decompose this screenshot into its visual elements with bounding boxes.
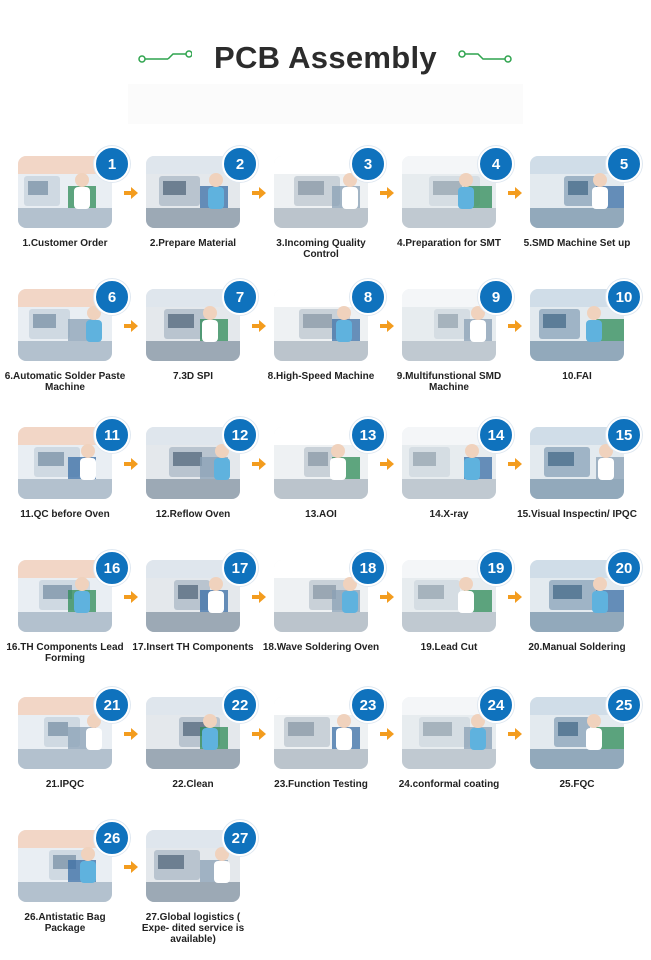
arrow-right-icon xyxy=(380,591,394,603)
cleaning-photo xyxy=(146,697,240,769)
step-number-badge: 8 xyxy=(350,279,386,315)
step-number-badge: 27 xyxy=(222,820,258,856)
arrow-right-icon xyxy=(380,458,394,470)
step-label: 18.Wave Soldering Oven xyxy=(262,642,380,653)
aoi-photo xyxy=(274,427,368,499)
arrow-right-icon xyxy=(124,591,138,603)
step-label: 9.Multifunstional SMD Machine xyxy=(396,371,502,393)
arrow-right-icon xyxy=(508,728,522,740)
arrow-right-icon xyxy=(508,458,522,470)
step-number-badge: 20 xyxy=(606,550,642,586)
spi-machine-photo xyxy=(146,289,240,361)
step-number-badge: 3 xyxy=(350,146,386,182)
arrow-right-icon xyxy=(252,187,266,199)
office-staff-photo xyxy=(18,156,112,228)
step-label: 16.TH Components Lead Forming xyxy=(6,642,124,664)
step-number-badge: 23 xyxy=(350,687,386,723)
step-label: 11.QC before Oven xyxy=(20,509,110,520)
step-label: 3.Incoming Quality Control xyxy=(276,238,366,260)
step-label: 22.Clean xyxy=(172,779,214,790)
arrow-right-icon xyxy=(508,591,522,603)
step-number-badge: 11 xyxy=(94,417,130,453)
arrow-right-icon xyxy=(124,458,138,470)
circuit-trace-right-icon xyxy=(458,50,512,63)
step-label: 7.3D SPI xyxy=(172,371,214,382)
lead-cut-photo xyxy=(402,560,496,632)
warehouse-photo xyxy=(146,156,240,228)
step-number-badge: 21 xyxy=(94,687,130,723)
xray-machine-photo xyxy=(402,427,496,499)
step-label: 25.FQC xyxy=(559,779,595,790)
step-label: 5.SMD Machine Set up xyxy=(523,238,631,249)
step-number-badge: 18 xyxy=(350,550,386,586)
step-label: 15.Visual Inspectin/ IPQC xyxy=(517,509,637,520)
step-label: 1.Customer Order xyxy=(22,238,108,249)
smd-machine-photo xyxy=(402,289,496,361)
arrow-right-icon xyxy=(252,728,266,740)
step-number-badge: 22 xyxy=(222,687,258,723)
step-label: 23.Function Testing xyxy=(274,779,368,790)
ipqc-photo xyxy=(18,697,112,769)
circuit-trace-left-icon xyxy=(138,50,192,63)
page-title: PCB Assembly xyxy=(214,40,437,75)
step-number-badge: 4 xyxy=(478,146,514,182)
arrow-right-icon xyxy=(124,728,138,740)
arrow-right-icon xyxy=(380,728,394,740)
arrow-right-icon xyxy=(252,320,266,332)
header-band xyxy=(128,84,523,124)
step-number-badge: 14 xyxy=(478,417,514,453)
arrow-right-icon xyxy=(380,320,394,332)
step-number-badge: 13 xyxy=(350,417,386,453)
step-label: 4.Preparation for SMT xyxy=(397,238,501,249)
arrow-right-icon xyxy=(252,458,266,470)
step-label: 10.FAI xyxy=(562,371,592,382)
step-label: 21.IPQC xyxy=(45,779,85,790)
machine-setup-photo xyxy=(530,156,624,228)
step-number-badge: 26 xyxy=(94,820,130,856)
header: PCB Assembly xyxy=(0,38,651,78)
step-label: 12.Reflow Oven xyxy=(155,509,231,520)
step-label: 24.conformal coating xyxy=(398,779,500,790)
step-number-badge: 17 xyxy=(222,550,258,586)
arrow-right-icon xyxy=(124,320,138,332)
arrow-right-icon xyxy=(124,187,138,199)
step-number-badge: 7 xyxy=(222,279,258,315)
step-number-badge: 19 xyxy=(478,550,514,586)
arrow-right-icon xyxy=(252,591,266,603)
step-number-badge: 9 xyxy=(478,279,514,315)
step-label: 19.Lead Cut xyxy=(420,642,478,653)
step-number-badge: 2 xyxy=(222,146,258,182)
arrow-right-icon xyxy=(380,187,394,199)
step-label: 8.High-Speed Machine xyxy=(267,371,375,382)
fqc-photo xyxy=(530,697,624,769)
arrow-right-icon xyxy=(124,861,138,873)
step-label: 14.X-ray xyxy=(429,509,469,520)
step-label: 20.Manual Soldering xyxy=(528,642,626,653)
step-label: 27.Global logistics ( Expe- dited servic… xyxy=(141,912,245,945)
step-label: 2.Prepare Material xyxy=(149,238,237,249)
step-label: 13.AOI xyxy=(305,509,337,520)
arrow-right-icon xyxy=(508,187,522,199)
step-number-badge: 15 xyxy=(606,417,642,453)
step-number-badge: 12 xyxy=(222,417,258,453)
function-testing-photo xyxy=(274,697,368,769)
visual-inspection-photo xyxy=(530,427,624,499)
arrow-right-icon xyxy=(508,320,522,332)
step-label: 6.Automatic Solder Paste Machine xyxy=(4,371,126,393)
step-number-badge: 1 xyxy=(94,146,130,182)
step-number-badge: 5 xyxy=(606,146,642,182)
step-number-badge: 25 xyxy=(606,687,642,723)
step-label: 17.Insert TH Components xyxy=(132,642,254,653)
solder-paste-machine-photo xyxy=(18,289,112,361)
step-number-badge: 24 xyxy=(478,687,514,723)
step-number-badge: 10 xyxy=(606,279,642,315)
step-number-badge: 6 xyxy=(94,279,130,315)
step-label: 26.Antistatic Bag Package xyxy=(24,912,106,934)
step-number-badge: 16 xyxy=(94,550,130,586)
